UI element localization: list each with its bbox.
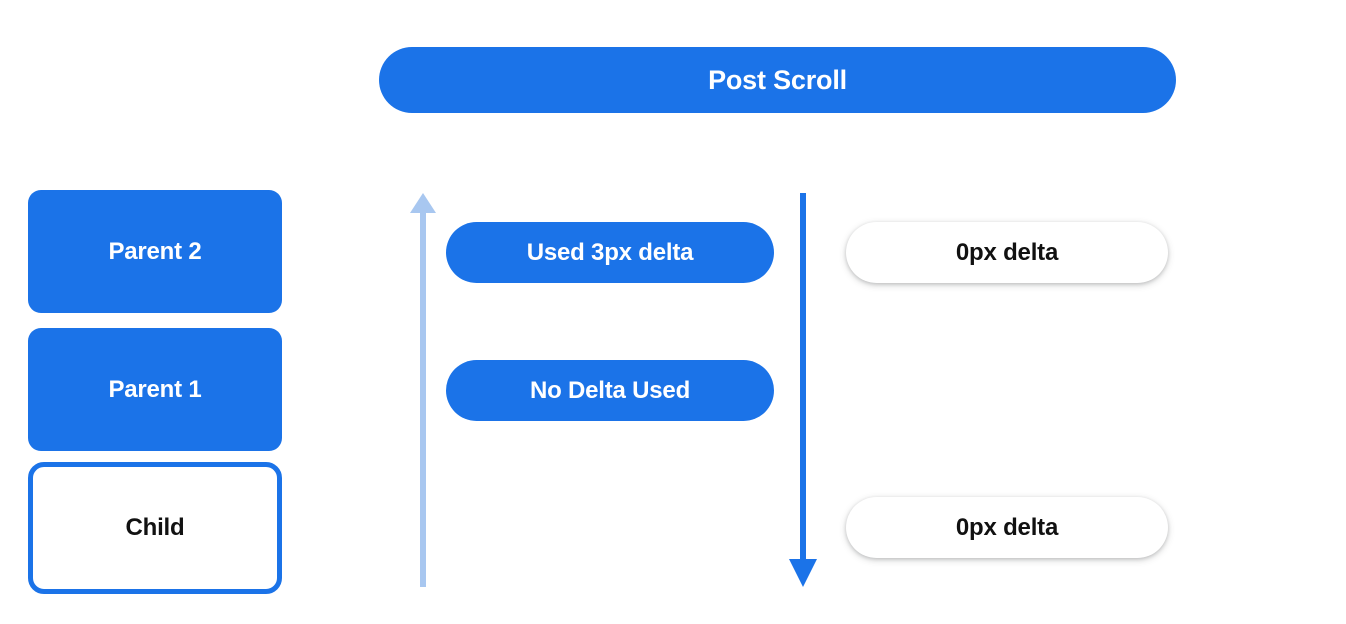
stack-box-label: Parent 2 [108,237,202,265]
stack-box-parent-2: Parent 2 [28,190,282,313]
delta-pill-label: No Delta Used [529,376,691,404]
arrow-down-icon [789,193,817,587]
delta-pill-label: Used 3px delta [526,238,694,266]
delta-pill-no-delta-used: No Delta Used [446,360,774,421]
result-pill-label: 0px delta [955,513,1059,541]
result-pill-bottom: 0px delta [846,497,1168,558]
result-pill-top: 0px delta [846,222,1168,283]
delta-pill-used-3px: Used 3px delta [446,222,774,283]
arrow-up-icon [410,193,436,587]
result-pill-label: 0px delta [955,238,1059,266]
post-scroll-header: Post Scroll [379,47,1176,113]
header-title: Post Scroll [708,64,847,95]
stack-box-child: Child [28,462,282,594]
stack-box-parent-1: Parent 1 [28,328,282,451]
stack-box-label: Child [125,514,185,541]
stack-box-label: Parent 1 [108,375,202,403]
